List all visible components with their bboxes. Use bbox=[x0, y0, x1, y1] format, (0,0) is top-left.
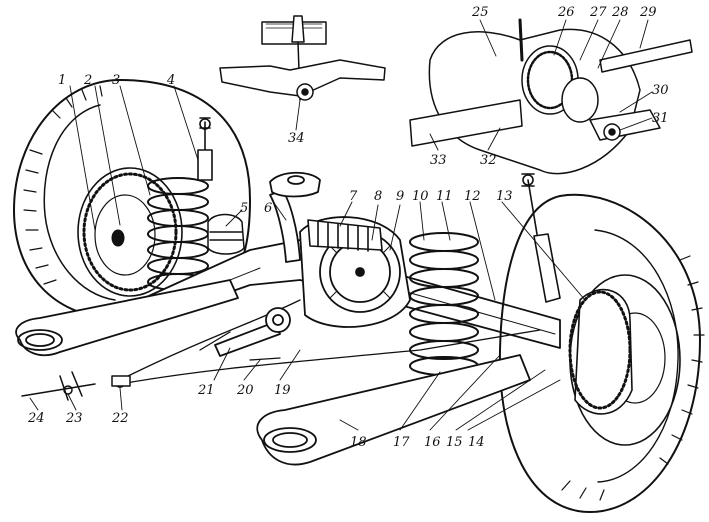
right-shock-absorber bbox=[521, 173, 561, 303]
right-tire-inner bbox=[594, 229, 679, 483]
rubber-bump-stop bbox=[207, 213, 245, 255]
callout-17: 17 bbox=[393, 435, 410, 450]
drive-shaft bbox=[214, 307, 291, 357]
left-tire-inner bbox=[43, 104, 116, 301]
inset-top-view bbox=[219, 15, 386, 101]
callout-25: 25 bbox=[471, 5, 489, 20]
callout-6: 6 bbox=[264, 201, 272, 216]
left-brake-drum bbox=[77, 167, 183, 297]
parking-brake-cables bbox=[119, 299, 541, 385]
right-tire-tread bbox=[561, 255, 705, 501]
propeller-shaft-boot bbox=[307, 219, 383, 252]
callout-31: 31 bbox=[652, 111, 669, 126]
callout-28: 28 bbox=[611, 5, 629, 20]
callout-21: 21 bbox=[197, 383, 215, 398]
inset-differential-cutaway bbox=[409, 18, 693, 175]
callout-2: 2 bbox=[83, 73, 92, 88]
callout-11: 11 bbox=[436, 189, 453, 204]
callout-30: 30 bbox=[652, 83, 669, 98]
callout-3: 3 bbox=[112, 73, 120, 88]
left-shock-absorber bbox=[197, 117, 213, 181]
callout-20: 20 bbox=[236, 383, 254, 398]
left-tire-tread bbox=[23, 85, 103, 285]
left-drum-hub bbox=[94, 194, 156, 276]
callout-34: 34 bbox=[288, 131, 305, 146]
callout-9: 9 bbox=[396, 189, 404, 204]
callout-19: 19 bbox=[274, 383, 291, 398]
callout-4: 4 bbox=[166, 73, 175, 88]
right-drum-teeth bbox=[568, 290, 632, 410]
callout-24: 24 bbox=[27, 411, 45, 426]
callout-5: 5 bbox=[240, 201, 248, 216]
callout-22: 22 bbox=[111, 411, 129, 426]
callout-8: 8 bbox=[374, 189, 382, 204]
right-tire-outer bbox=[498, 193, 701, 513]
callout-26: 26 bbox=[557, 5, 575, 20]
callout-10: 10 bbox=[412, 189, 429, 204]
leader-lines bbox=[29, 19, 653, 431]
callout-13: 13 bbox=[496, 189, 513, 204]
left-hub-center bbox=[111, 229, 125, 247]
callout-numbers: 1 2 3 4 5 6 7 8 9 10 11 12 13 14 15 16 1… bbox=[27, 5, 669, 450]
left-trailing-arm bbox=[15, 279, 239, 357]
brake-lever-linkage bbox=[21, 371, 131, 401]
right-brake-shoes bbox=[574, 288, 633, 415]
callout-33: 33 bbox=[430, 153, 447, 168]
callout-27: 27 bbox=[589, 5, 607, 20]
callout-32: 32 bbox=[480, 153, 497, 168]
left-drum-teeth bbox=[82, 172, 178, 292]
callout-1: 1 bbox=[58, 73, 66, 88]
callout-18: 18 bbox=[350, 435, 367, 450]
callout-14: 14 bbox=[468, 435, 485, 450]
callout-12: 12 bbox=[464, 189, 481, 204]
callout-23: 23 bbox=[65, 411, 83, 426]
callout-15: 15 bbox=[446, 435, 463, 450]
right-wheel bbox=[498, 193, 705, 513]
callout-16: 16 bbox=[424, 435, 441, 450]
callout-29: 29 bbox=[639, 5, 657, 20]
callout-7: 7 bbox=[349, 189, 358, 204]
